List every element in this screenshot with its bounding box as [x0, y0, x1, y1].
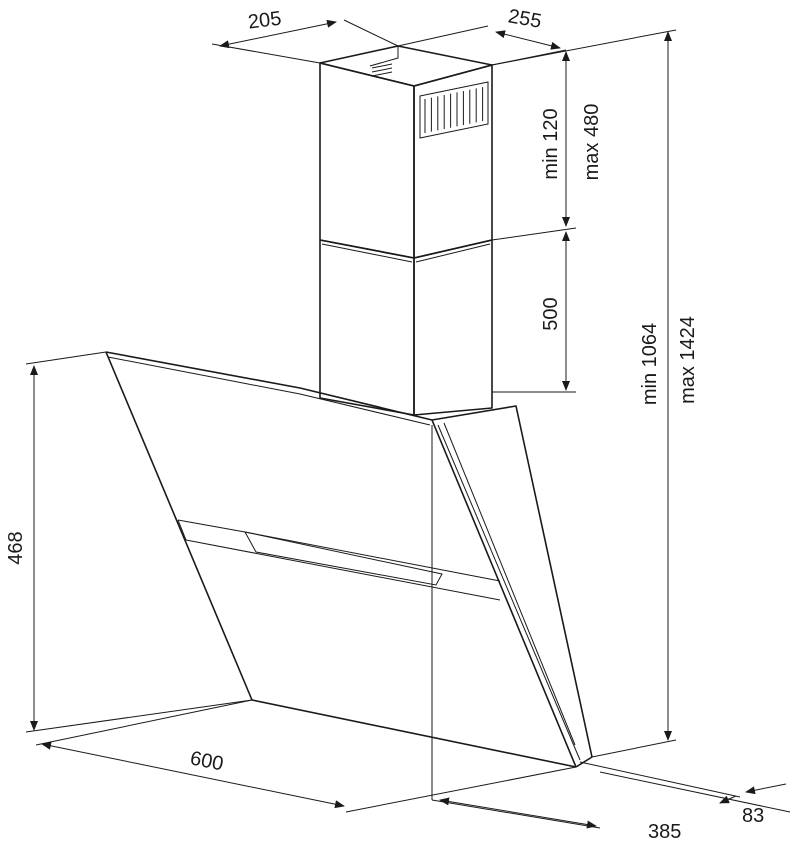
hood-body — [105, 351, 593, 800]
vent-grille — [419, 81, 489, 139]
dim-label-385: 385 — [648, 821, 681, 843]
dim-label-468: 468 — [5, 531, 27, 564]
dim-label-600: 600 — [188, 747, 225, 775]
dimension-lines — [25, 19, 791, 829]
dim-label-max-480: max 480 — [581, 104, 603, 181]
dim-label-min-120: min 120 — [540, 108, 562, 179]
dim-label-83: 83 — [742, 805, 764, 827]
dim-label-max-1424: max 1424 — [677, 316, 699, 404]
chimney — [319, 45, 493, 416]
dim-label-205: 205 — [247, 8, 283, 34]
top-vent-slots — [371, 63, 393, 77]
dim-label-500: 500 — [540, 297, 562, 330]
dim-label-min-1064: min 1064 — [639, 323, 661, 405]
dim-label-255: 255 — [506, 5, 543, 32]
